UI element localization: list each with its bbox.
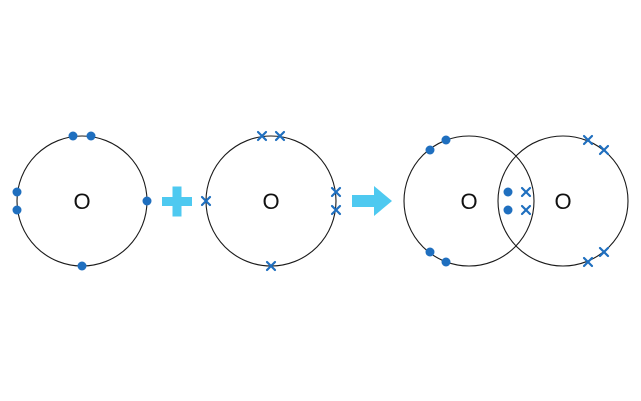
reaction-arrow-icon (352, 186, 392, 216)
electron-dot (77, 261, 87, 271)
outer-shell-left (403, 135, 535, 267)
electron-cross (265, 260, 277, 272)
electron-cross (200, 195, 212, 207)
plus-icon (162, 186, 192, 217)
electron-dot (12, 205, 22, 215)
atom-symbol: O (262, 189, 279, 214)
electron-cross (598, 144, 610, 156)
electron-cross (330, 186, 342, 198)
oxygen-molecule: O O (403, 134, 629, 268)
outer-shell-right (497, 135, 629, 267)
electron-cross (582, 256, 594, 268)
electron-dot (142, 196, 152, 206)
electron-cross (330, 204, 342, 216)
atom-symbol-right: O (554, 189, 571, 214)
oxygen-atom-crosses: O (200, 130, 342, 272)
atom-symbol-left: O (460, 189, 477, 214)
electron-dot (68, 131, 78, 141)
shared-electron-dot (503, 187, 513, 197)
electron-cross (274, 130, 286, 142)
electron-dot (425, 247, 435, 257)
electron-dot (441, 257, 451, 267)
electron-dot (12, 187, 22, 197)
electron-dot (441, 135, 451, 145)
shared-electron-dot (503, 205, 513, 215)
electron-dot (86, 131, 96, 141)
oxygen-atom-dots: O (12, 131, 152, 271)
electron-cross (582, 134, 594, 146)
atom-symbol: O (73, 189, 90, 214)
electron-dot (425, 145, 435, 155)
electron-cross (598, 246, 610, 258)
shared-electron-cross (520, 204, 532, 216)
shared-electron-cross (520, 186, 532, 198)
electron-cross (256, 130, 268, 142)
